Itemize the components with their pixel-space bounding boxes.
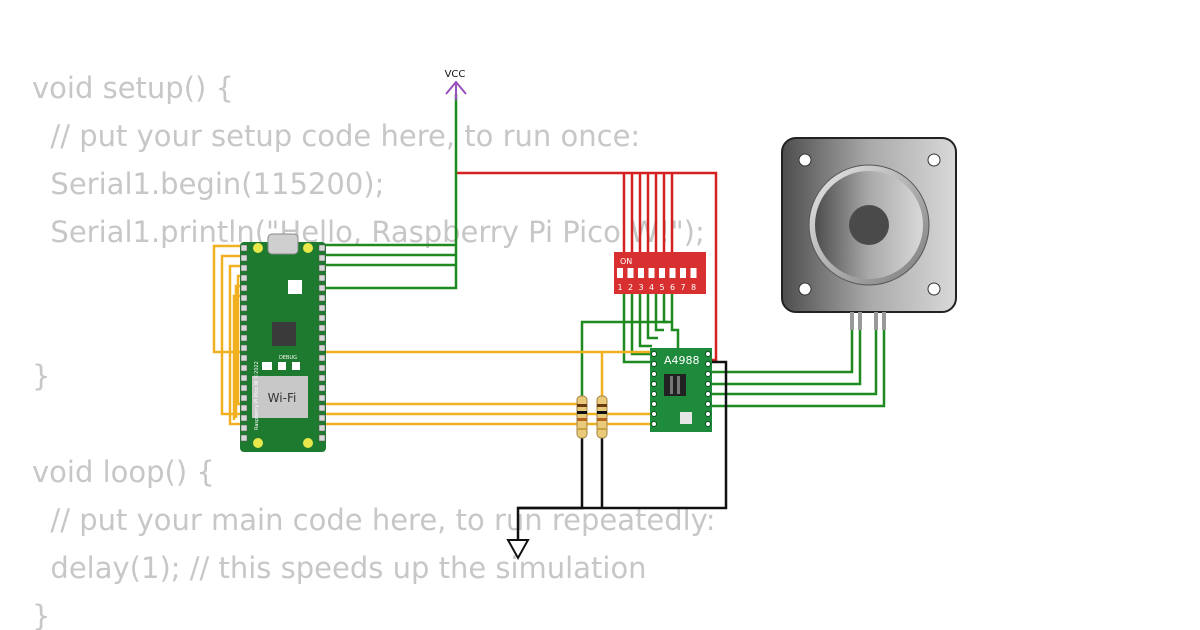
vcc-label: VCC [445, 69, 466, 80]
driver-pin [651, 381, 657, 387]
pico-pin [318, 364, 326, 372]
pico-pin [240, 384, 248, 392]
driver-pin [651, 421, 657, 427]
pico-pin [240, 284, 248, 292]
pico-pin [318, 314, 326, 322]
dip-number-label: 7 [680, 283, 685, 292]
pico-pin [318, 244, 326, 252]
pico-side-label: Raspberry Pi Pico W ©2022 [253, 361, 260, 430]
pico-pin [240, 344, 248, 352]
pico-pin [318, 374, 326, 382]
code-line-1: void setup() { [32, 71, 234, 105]
dip-number-label: 6 [670, 283, 675, 292]
pico-pin [240, 364, 248, 372]
pico-pin [318, 264, 326, 272]
dip-number-label: 5 [659, 283, 664, 292]
dip-on-label: ON [620, 257, 632, 266]
dip-toggle[interactable] [669, 268, 676, 278]
pico-w-board: DEBUG Wi-Fi Raspberry Pi Pico W ©2022 [240, 233, 326, 452]
pico-pin [240, 274, 248, 282]
driver-label: A4988 [664, 354, 700, 367]
vcc-symbol: VCC [445, 69, 467, 100]
pico-pin [240, 334, 248, 342]
code-line-9: } [32, 599, 51, 630]
pico-pin [318, 394, 326, 402]
green-wires [322, 94, 886, 408]
dip-number-label: 3 [638, 283, 643, 292]
pico-pin [318, 424, 326, 432]
dip-toggle[interactable] [638, 268, 644, 278]
pico-pin [240, 294, 248, 302]
dip-toggle[interactable] [659, 268, 665, 278]
driver-pin [705, 371, 711, 377]
pico-pin [318, 254, 326, 262]
pico-pin [240, 424, 248, 432]
dip-number-label: 2 [628, 283, 633, 292]
pico-pin [240, 244, 248, 252]
pico-pin [240, 394, 248, 402]
driver-pin [705, 421, 711, 427]
pico-pin [318, 294, 326, 302]
driver-pin [651, 361, 657, 367]
driver-pin [705, 401, 711, 407]
pico-pin [318, 404, 326, 412]
pico-pin [318, 414, 326, 422]
driver-pin [705, 351, 711, 357]
dip-toggle[interactable] [648, 268, 655, 278]
pico-pin [240, 374, 248, 382]
driver-pin [705, 391, 711, 397]
driver-pin [651, 371, 657, 377]
pico-pin [240, 324, 248, 332]
dip-toggle[interactable] [617, 268, 623, 278]
pico-pin [240, 304, 248, 312]
code-line-2: // put your setup code here, to run once… [32, 119, 641, 153]
driver-pin [651, 401, 657, 407]
wifi-label: Wi-Fi [268, 391, 297, 405]
black-wires [516, 360, 728, 540]
pico-pin [318, 384, 326, 392]
code-line-8: delay(1); // this speeds up the simulati… [32, 551, 647, 585]
code-line-5: } [32, 359, 51, 393]
pico-pin [318, 334, 326, 342]
pico-pin [318, 354, 326, 362]
dip-number-label: 8 [691, 283, 696, 292]
dip-number-label: 1 [617, 283, 622, 292]
pico-pin [240, 404, 248, 412]
pico-pin [240, 354, 248, 362]
pico-pin [318, 274, 326, 282]
code-line-3: Serial1.begin(115200); [32, 167, 385, 201]
debug-label: DEBUG [279, 355, 297, 361]
driver-pin [651, 351, 657, 357]
pico-pin [318, 434, 326, 442]
a4988-driver: A4988 [650, 348, 712, 432]
driver-pin [651, 411, 657, 417]
driver-pin [705, 381, 711, 387]
pico-pin [318, 304, 326, 312]
resistor-2 [596, 395, 608, 439]
pico-pin [318, 344, 326, 352]
ground-symbol [506, 539, 530, 561]
code-line-6: void loop() { [32, 455, 215, 489]
stepper-motor [781, 137, 957, 330]
pico-pin [240, 434, 248, 442]
pico-pin [318, 284, 326, 292]
driver-pin [651, 391, 657, 397]
pico-pin [240, 314, 248, 322]
resistor-1 [576, 395, 588, 439]
dip-toggle[interactable] [627, 268, 634, 278]
driver-pin [705, 361, 711, 367]
pico-pin [240, 254, 248, 262]
pico-pin [240, 264, 248, 272]
pico-pin [318, 324, 326, 332]
pico-pin [240, 414, 248, 422]
driver-pin [705, 411, 711, 417]
dip-toggle[interactable] [690, 268, 697, 278]
dip-number-label: 4 [649, 283, 654, 292]
dip-toggle[interactable] [680, 268, 686, 278]
